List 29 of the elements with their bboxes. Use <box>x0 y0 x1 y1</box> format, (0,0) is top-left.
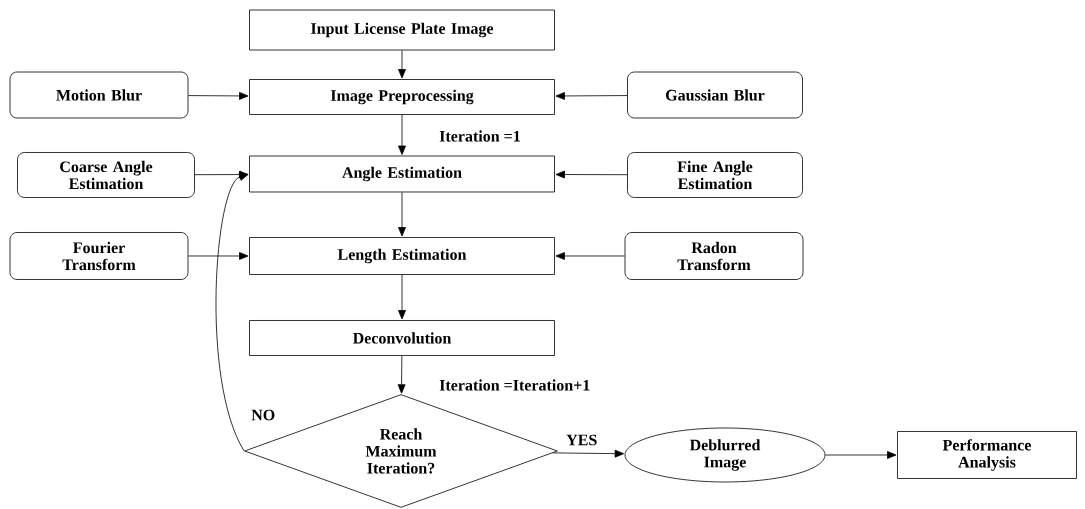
arrow <box>398 274 406 320</box>
input-box: Radon Transform <box>624 232 804 280</box>
input-box: Fourier Transform <box>9 232 189 280</box>
input-box: Gaussian Blur <box>627 71 803 119</box>
arrow <box>398 192 406 237</box>
edge-label: YES <box>565 433 599 447</box>
process-box: Input License Plate Image <box>249 9 555 51</box>
edge-label: NO <box>250 408 277 422</box>
process-box: Performance Analysis <box>897 431 1077 479</box>
edge-label: Iteration =1 <box>438 129 522 143</box>
arrow <box>398 114 406 155</box>
arrow <box>188 252 249 260</box>
arrow <box>555 252 625 260</box>
process-box: Deconvolution <box>249 320 555 356</box>
arrow <box>188 92 249 100</box>
input-box: Motion Blur <box>9 71 189 119</box>
arrow <box>215 173 249 452</box>
arrow <box>398 50 406 79</box>
arrow <box>552 449 625 458</box>
process-box: Image Preprocessing <box>249 79 555 115</box>
input-box: Fine Angle Estimation <box>627 152 803 198</box>
edge-label: Iteration =Iteration+1 <box>438 378 592 392</box>
input-box: Coarse Angle Estimation <box>17 152 195 198</box>
arrow <box>397 355 406 394</box>
arrow <box>825 451 897 459</box>
arrow <box>555 170 628 179</box>
arrow <box>555 92 628 100</box>
process-box: Angle Estimation <box>249 155 555 193</box>
process-box: Length Estimation <box>249 237 555 275</box>
